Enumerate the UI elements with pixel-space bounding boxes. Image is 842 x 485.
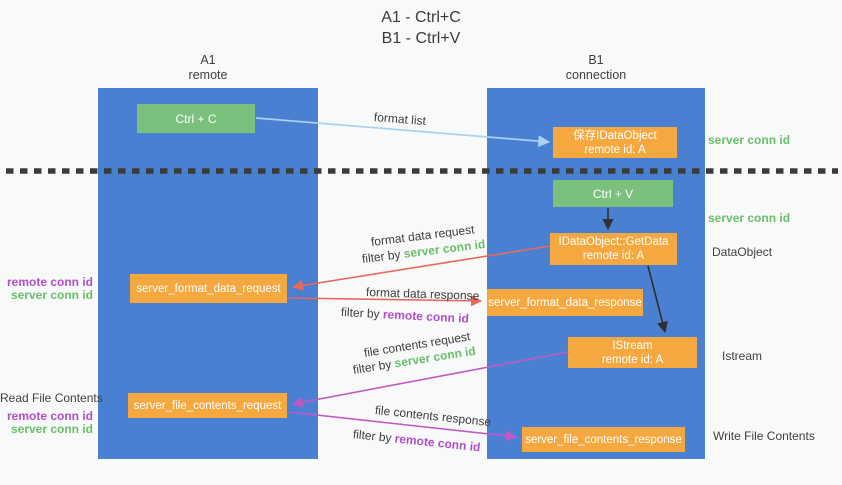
node-format-response-label: server_format_data_response: [488, 296, 642, 309]
node-ctrl-v: Ctrl + V: [553, 180, 673, 207]
diagram-title: A1 - Ctrl+C B1 - Ctrl+V: [0, 7, 842, 49]
server-conn-id-badge-mid: server conn id: [708, 211, 791, 225]
node-istream: IStream remote id: A: [568, 337, 697, 368]
remote-conn-id-legend: remote conn id: [6, 275, 93, 289]
node-save-idataobject-line1: 保存IDataObject: [573, 129, 657, 142]
dataobject-label: DataObject: [712, 245, 773, 259]
lane-b1-role: connection: [565, 68, 627, 82]
node-idataobject-getdata: IDataObject::GetData remote id: A: [550, 233, 677, 265]
filter-by-text: filter by: [352, 427, 393, 446]
node-file-response-label: server_file_contents_response: [525, 433, 682, 446]
format-data-response-label: format data response: [365, 285, 480, 303]
read-file-contents-label: Read File Contents: [0, 391, 103, 405]
file-contents-response-label: file contents response: [374, 403, 492, 430]
node-server-format-data-response: server_format_data_response: [487, 289, 643, 316]
node-ctrl-c: Ctrl + C: [137, 104, 255, 133]
conn-id-legend-left-1: remote conn id server conn id: [0, 276, 93, 301]
server-conn-id-legend: server conn id: [10, 421, 93, 436]
node-ctrl-v-label: Ctrl + V: [592, 186, 634, 201]
node-ctrl-c-label: Ctrl + C: [175, 111, 217, 126]
node-istream-line2: remote id: A: [601, 353, 664, 366]
remote-conn-id-key: remote conn id: [394, 431, 482, 455]
node-save-idataobject: 保存IDataObject remote id: A: [553, 127, 677, 158]
node-server-file-contents-request: server_file_contents_request: [128, 393, 287, 418]
filter-by-text: filter by: [351, 357, 393, 377]
node-getdata-line1: IDataObject::GetData: [558, 236, 669, 248]
title-line-b1: B1 - Ctrl+V: [381, 30, 461, 47]
filter-by-text: filter by: [361, 247, 402, 266]
format-list-label: format list: [373, 110, 427, 129]
lane-a1-name: A1: [200, 53, 216, 67]
node-server-file-contents-response: server_file_contents_response: [522, 427, 685, 452]
filter-by-text: filter by: [340, 305, 381, 322]
title-line-a1: A1 - Ctrl+C: [381, 9, 461, 26]
filter-by-remote-conn-id-label-2: filter by remote conn id: [352, 427, 481, 454]
lane-header-b1: B1 connection: [487, 53, 705, 83]
node-save-idataobject-line2: remote id: A: [584, 143, 646, 156]
filter-by-remote-conn-id-label-1: filter by remote conn id: [341, 305, 470, 326]
remote-conn-id-legend: remote conn id: [6, 409, 93, 423]
node-server-format-data-request: server_format_data_request: [130, 274, 287, 303]
remote-conn-id-key: remote conn id: [382, 307, 470, 326]
node-format-request-label: server_format_data_request: [136, 282, 281, 295]
node-istream-line1: IStream: [612, 339, 653, 352]
node-getdata-line2: remote id: A: [582, 250, 645, 262]
write-file-contents-label: Write File Contents: [713, 429, 815, 443]
lane-b1-name: B1: [588, 53, 604, 67]
conn-id-legend-left-2: remote conn id server conn id: [0, 410, 93, 435]
node-file-request-label: server_file_contents_request: [133, 399, 282, 412]
server-conn-id-badge-top: server conn id: [708, 133, 791, 147]
lane-a1-role: remote: [188, 68, 228, 82]
server-conn-id-legend: server conn id: [10, 287, 93, 302]
istream-label: Istream: [722, 349, 763, 363]
lane-header-a1: A1 remote: [98, 53, 318, 83]
